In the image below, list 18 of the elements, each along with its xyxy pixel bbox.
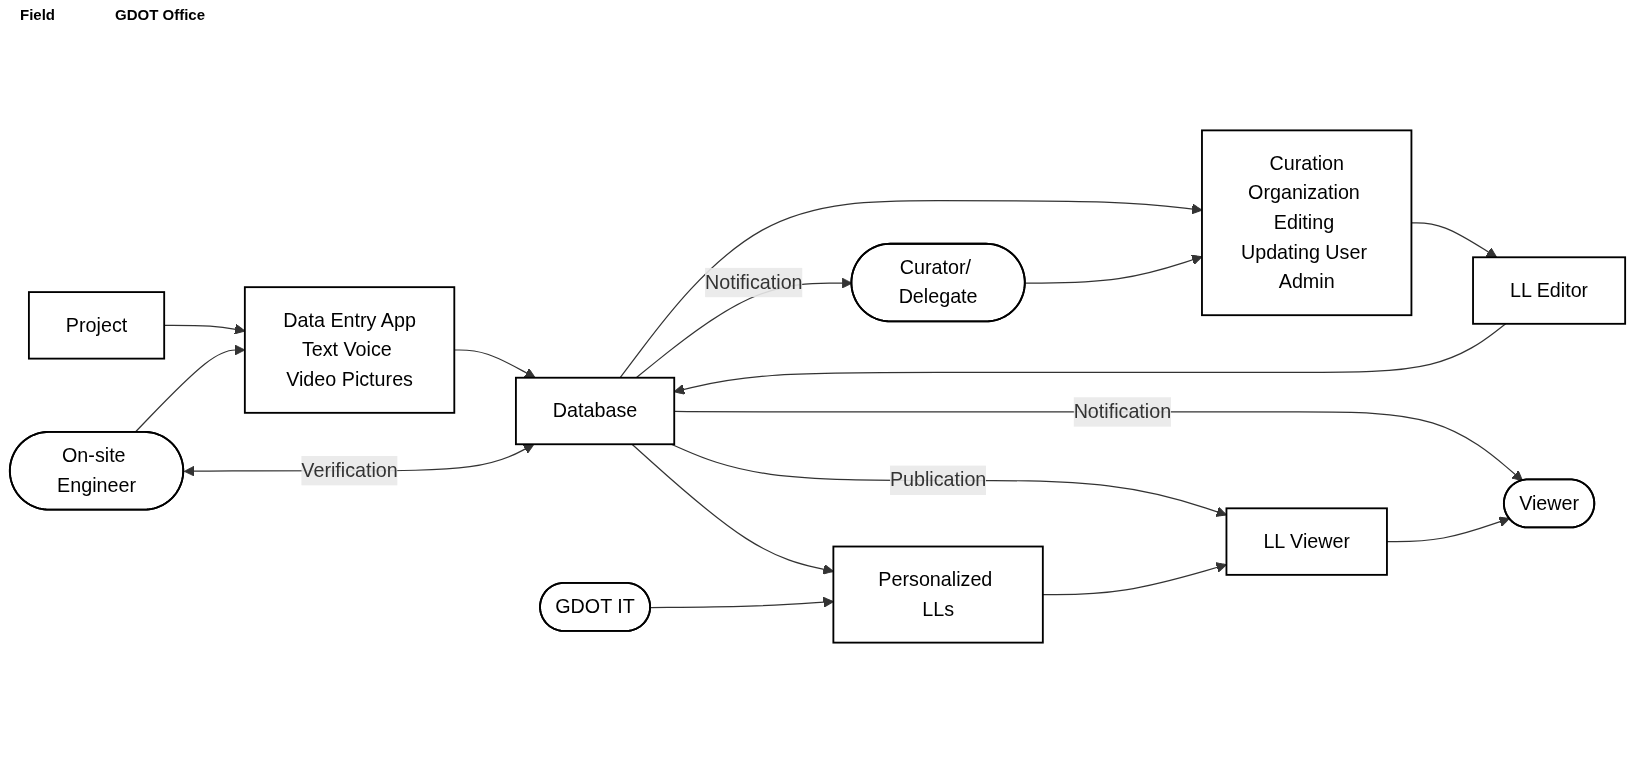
edge-label: Verification	[301, 459, 398, 481]
arrow	[1042, 562, 1227, 596]
node-box: Personalized LLs	[832, 545, 1044, 644]
node-box: Project	[28, 291, 166, 360]
arrow	[670, 443, 1227, 517]
region-label: GDOT Office	[115, 6, 206, 23]
arrow	[631, 443, 834, 575]
arrow	[1386, 516, 1510, 543]
node-box: Data Entry App Text Voice Video Pictures	[243, 286, 456, 414]
edge-label: Notification	[705, 271, 803, 293]
arrow	[650, 596, 834, 609]
edge-label: Publication	[889, 469, 987, 491]
edge-label: Notification	[1073, 400, 1172, 422]
node-box: Database	[515, 376, 676, 446]
region-label: Field	[20, 6, 55, 23]
node-box: LL Viewer	[1225, 507, 1388, 576]
node-box: LL Editor	[1472, 256, 1627, 325]
node-box: Curation Organization Editing Updating User Admin	[1201, 129, 1413, 317]
